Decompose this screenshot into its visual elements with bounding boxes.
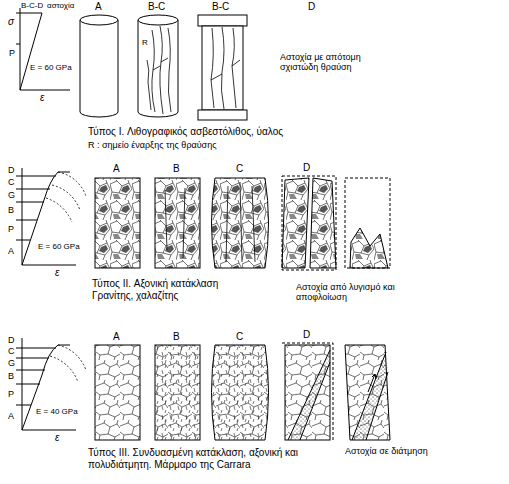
- failure-note: Αστοχία σε διάτμηση: [345, 446, 428, 456]
- stage-label: B: [8, 371, 14, 381]
- stage-label: P: [8, 389, 14, 399]
- column-header: A: [95, 1, 102, 13]
- caption: Τύπος I. Λιθογραφικός ασβεστόλιθος, ύαλο…: [88, 126, 283, 138]
- stage-label: P: [8, 224, 14, 234]
- modulus-label: E = 60 GPa: [38, 242, 80, 251]
- stage-label: D: [8, 335, 15, 345]
- column-header: D: [303, 162, 310, 174]
- stage-label: B: [8, 205, 14, 215]
- stage-label: P: [9, 48, 15, 58]
- column-header: C: [236, 331, 243, 343]
- stage-label: C: [8, 177, 15, 187]
- column-header: A: [113, 163, 120, 175]
- modulus-label: E = 60 GPa: [30, 63, 72, 72]
- failure-note: Αστοχία από λυγισμό και αποφλοίωση: [296, 282, 421, 303]
- column-header: D: [303, 329, 310, 341]
- stage-label: G: [8, 190, 15, 200]
- stage-label: C: [8, 346, 15, 356]
- axis-label: ε: [55, 432, 59, 444]
- column-header: A: [113, 331, 120, 343]
- caption: Τύπος II. Αξονική κατάκλαση Γρανίτης, χα…: [92, 278, 252, 301]
- failure-note: Αστοχία με απότομη σχιστώδη θραύση: [280, 52, 398, 73]
- column-header: B-C: [148, 1, 165, 13]
- column-header: C: [236, 163, 243, 175]
- column-header: D: [308, 1, 315, 13]
- failure-note: αστοχία: [47, 1, 74, 10]
- axis-label: ε: [40, 92, 44, 104]
- column-header: B: [173, 163, 180, 175]
- axis-label: σ: [8, 16, 14, 28]
- point-marker: R: [142, 38, 148, 47]
- stage-label: B-C-D: [21, 1, 43, 10]
- column-header: B: [173, 331, 180, 343]
- modulus-label: E = 40 GPa: [36, 407, 78, 416]
- stage-label: A: [8, 411, 14, 421]
- stage-label: D: [8, 165, 15, 175]
- axis-label: ε: [55, 267, 59, 279]
- column-header: B-C: [212, 1, 229, 13]
- stage-label: G: [8, 358, 15, 368]
- caption: R : σημείο έναρξης της θραύσης: [88, 140, 217, 150]
- stage-label: A: [8, 246, 14, 256]
- caption: Τύπος III. Συνδυασμένη κατάκλαση, αξονικ…: [88, 447, 333, 470]
